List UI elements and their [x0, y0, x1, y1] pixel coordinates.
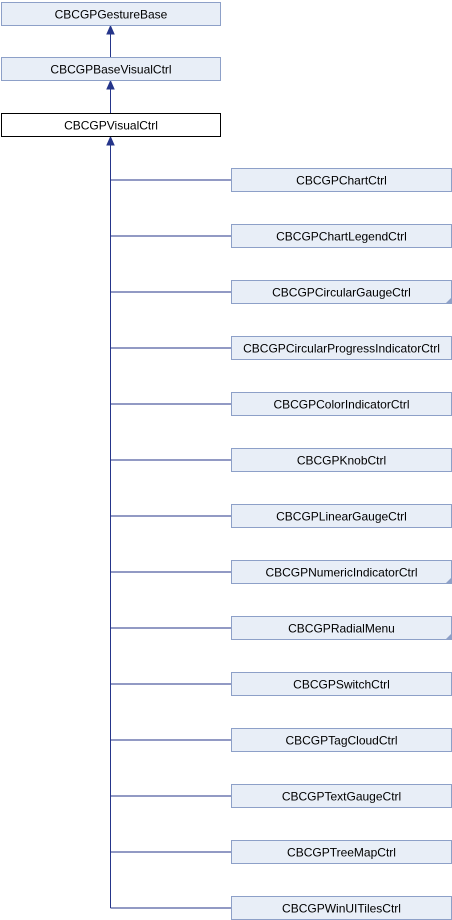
class-node-cbcgpchartlegendctrl[interactable]: CBCGPChartLegendCtrl: [231, 224, 452, 248]
class-node-label: CBCGPChartLegendCtrl: [276, 230, 407, 244]
class-node-label: CBCGPGestureBase: [55, 8, 168, 22]
class-node-cbcgpgesturebase[interactable]: CBCGPGestureBase: [1, 2, 221, 26]
class-node-box: [1, 57, 221, 81]
class-node-cbcgpvisualctrl[interactable]: CBCGPVisualCtrl: [1, 113, 221, 137]
class-node-cbcgpnumericindicatorctrl[interactable]: CBCGPNumericIndicatorCtrl: [231, 560, 452, 584]
class-node-cbcgpcirculargaugectrl[interactable]: CBCGPCircularGaugeCtrl: [231, 280, 452, 304]
class-node-label: CBCGPBaseVisualCtrl: [50, 63, 171, 77]
class-node-label: CBCGPTagCloudCtrl: [285, 734, 397, 748]
class-node-label: CBCGPWinUITilesCtrl: [282, 902, 401, 916]
class-node-label: CBCGPCircularProgressIndicatorCtrl: [243, 342, 440, 356]
class-node-cbcgptreemapctrl[interactable]: CBCGPTreeMapCtrl: [231, 840, 452, 864]
class-node-label: CBCGPTextGaugeCtrl: [282, 790, 401, 804]
class-node-label: CBCGPColorIndicatorCtrl: [273, 398, 409, 412]
inheritance-arrowhead: [106, 79, 115, 90]
class-node-cbcgptagcloudctrl[interactable]: CBCGPTagCloudCtrl: [231, 728, 452, 752]
class-node-cbcgplineargaugectrl[interactable]: CBCGPLinearGaugeCtrl: [231, 504, 452, 528]
class-node-cbcgpcolorindicatorctrl[interactable]: CBCGPColorIndicatorCtrl: [231, 392, 452, 416]
class-node-label: CBCGPNumericIndicatorCtrl: [265, 566, 417, 580]
class-node-box: [1, 113, 221, 137]
inheritance-arrowhead: [106, 135, 115, 146]
class-node-cbcgpswitchctrl[interactable]: CBCGPSwitchCtrl: [231, 672, 452, 696]
more-descendants-marker: [445, 633, 452, 640]
class-node-box: [1, 2, 221, 26]
more-descendants-marker: [445, 577, 452, 584]
class-node-cbcgptextgaugectrl[interactable]: CBCGPTextGaugeCtrl: [231, 784, 452, 808]
class-node-cbcgpknobctrl[interactable]: CBCGPKnobCtrl: [231, 448, 452, 472]
class-node-label: CBCGPVisualCtrl: [64, 119, 158, 133]
class-node-cbcgpwinuitilesctrl[interactable]: CBCGPWinUITilesCtrl: [231, 896, 452, 920]
class-node-label: CBCGPTreeMapCtrl: [287, 846, 396, 860]
inheritance-arrowhead: [106, 24, 115, 35]
edges-layer: [106, 24, 231, 909]
class-node-cbcgpchartctrl[interactable]: CBCGPChartCtrl: [231, 168, 452, 192]
class-node-label: CBCGPCircularGaugeCtrl: [272, 286, 411, 300]
class-node-label: CBCGPLinearGaugeCtrl: [276, 510, 407, 524]
class-node-label: CBCGPChartCtrl: [296, 174, 387, 188]
class-node-label: CBCGPRadialMenu: [288, 622, 395, 636]
class-node-cbcgpcircularprogressindicatorctrl[interactable]: CBCGPCircularProgressIndicatorCtrl: [231, 336, 452, 360]
class-node-cbcgpradialmenu[interactable]: CBCGPRadialMenu: [231, 616, 452, 640]
class-node-cbcgpbasevisualctrl[interactable]: CBCGPBaseVisualCtrl: [1, 57, 221, 81]
class-node-label: CBCGPKnobCtrl: [297, 454, 386, 468]
class-node-label: CBCGPSwitchCtrl: [293, 678, 390, 692]
more-descendants-marker: [445, 297, 452, 304]
